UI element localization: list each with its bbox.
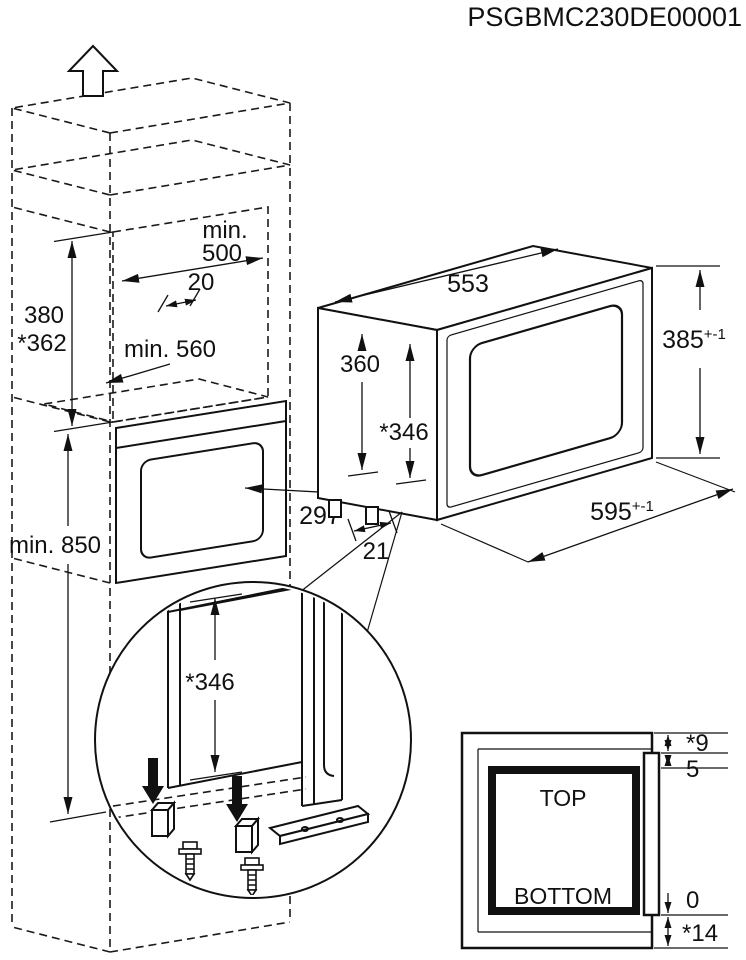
dim-front-offset: 21	[347, 510, 398, 565]
dim-niche-width: min. 500	[121, 217, 264, 283]
dim-gap-top-inner-label: 5	[686, 756, 699, 783]
dim-rear-gap: 20	[157, 269, 215, 313]
dim-niche-height-label: 380	[24, 302, 64, 329]
push-down-arrow-icon	[142, 758, 248, 822]
dim-appliance-inner-height-alt-label: *346	[379, 419, 428, 446]
dim-appliance-width: 553	[334, 248, 559, 303]
dim-niche-height-alt-label: *362	[17, 330, 66, 357]
drawing-code: PSGBMC230DE00001	[467, 2, 742, 32]
appliance-side-trim	[642, 751, 661, 917]
dim-appliance-height: 385+-1	[656, 265, 726, 459]
cabinet-outline	[11, 77, 291, 953]
dim-plinth-height: min. 850	[9, 434, 107, 823]
front-view-bottom-label: BOTTOM	[514, 883, 612, 909]
dim-appliance-height-label: 385+-1	[662, 326, 726, 354]
dim-appliance-width-label: 553	[447, 270, 489, 298]
detail-circle-content: *346	[99, 585, 371, 895]
airflow-up-arrow-icon	[66, 44, 120, 97]
dim-detail-height-label: *346	[185, 669, 234, 696]
lower-oven-front	[115, 399, 287, 585]
callout-wedge	[299, 511, 403, 637]
mounting-rail	[267, 804, 371, 846]
dim-appliance-inner-height: 360	[340, 334, 380, 477]
dim-niche-depth-label: min. 560	[124, 336, 216, 363]
dim-plinth-height-label: min. 850	[9, 532, 101, 559]
appliance-foot	[328, 499, 342, 518]
dim-rear-gap-label: 20	[188, 269, 215, 296]
mounting-screw	[178, 841, 264, 895]
dim-front-offset-label: 21	[363, 538, 390, 565]
appliance-front-face	[488, 766, 640, 915]
front-view-top-label: TOP	[540, 785, 587, 811]
dim-detail-height: *346	[185, 593, 243, 781]
dim-appliance-overall-width-label: 595+-1	[590, 498, 654, 526]
spacer-block	[149, 800, 261, 855]
dim-gap-top-outer-label: *9	[686, 730, 709, 757]
dim-niche-depth: min. 560	[105, 336, 216, 384]
dim-appliance-inner-height-alt: *346	[379, 344, 429, 485]
dim-gap-bottom-outer-label: *14	[682, 920, 718, 947]
dim-gap-bottom-inner-label: 0	[686, 887, 699, 914]
appliance-body	[317, 244, 653, 525]
dim-niche-width-label: 500	[202, 240, 242, 267]
dim-appliance-overall-width: 595+-1	[440, 461, 736, 563]
front-view-detail: TOP BOTTOM *9 5 0 *14	[460, 730, 728, 950]
dim-appliance-inner-height-label: 360	[340, 351, 380, 378]
appliance-foot	[365, 506, 379, 525]
cabinet-niche	[43, 206, 269, 423]
dim-niche-width-prefix-label: min.	[202, 217, 247, 244]
dim-niche-height: 380 *362	[17, 231, 114, 433]
